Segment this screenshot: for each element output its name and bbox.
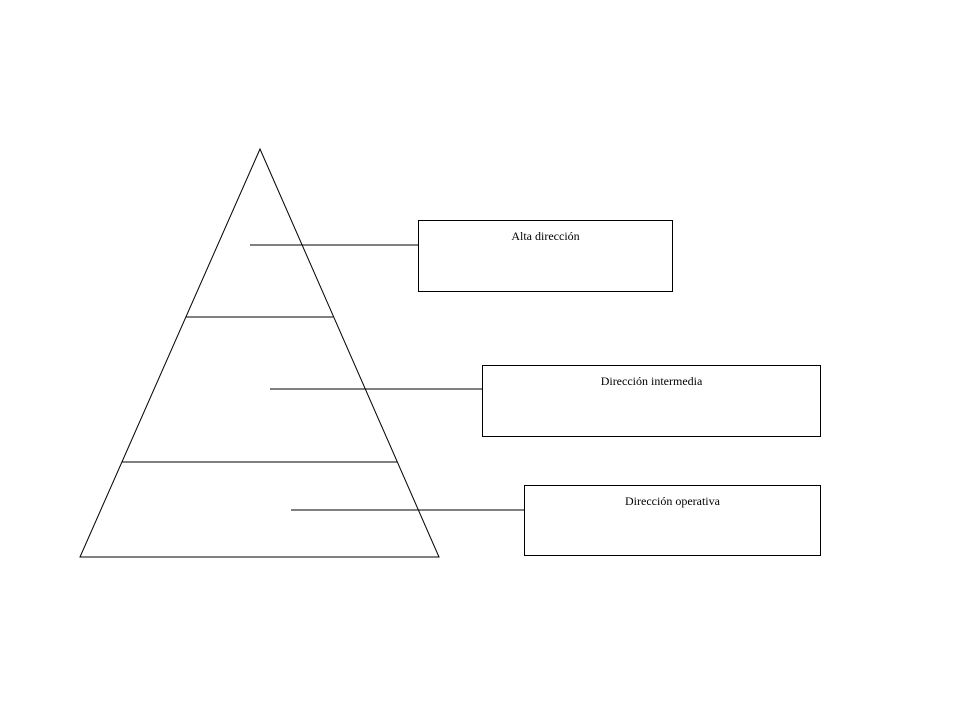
level-label-top: Alta dirección	[511, 229, 580, 243]
level-box-top: Alta dirección	[418, 220, 673, 292]
level-label-bottom: Dirección operativa	[625, 494, 720, 508]
level-box-middle: Dirección intermedia	[482, 365, 821, 437]
pyramid-outline	[79, 147, 440, 558]
level-box-bottom: Dirección operativa	[524, 485, 821, 556]
level-label-middle: Dirección intermedia	[600, 374, 703, 388]
